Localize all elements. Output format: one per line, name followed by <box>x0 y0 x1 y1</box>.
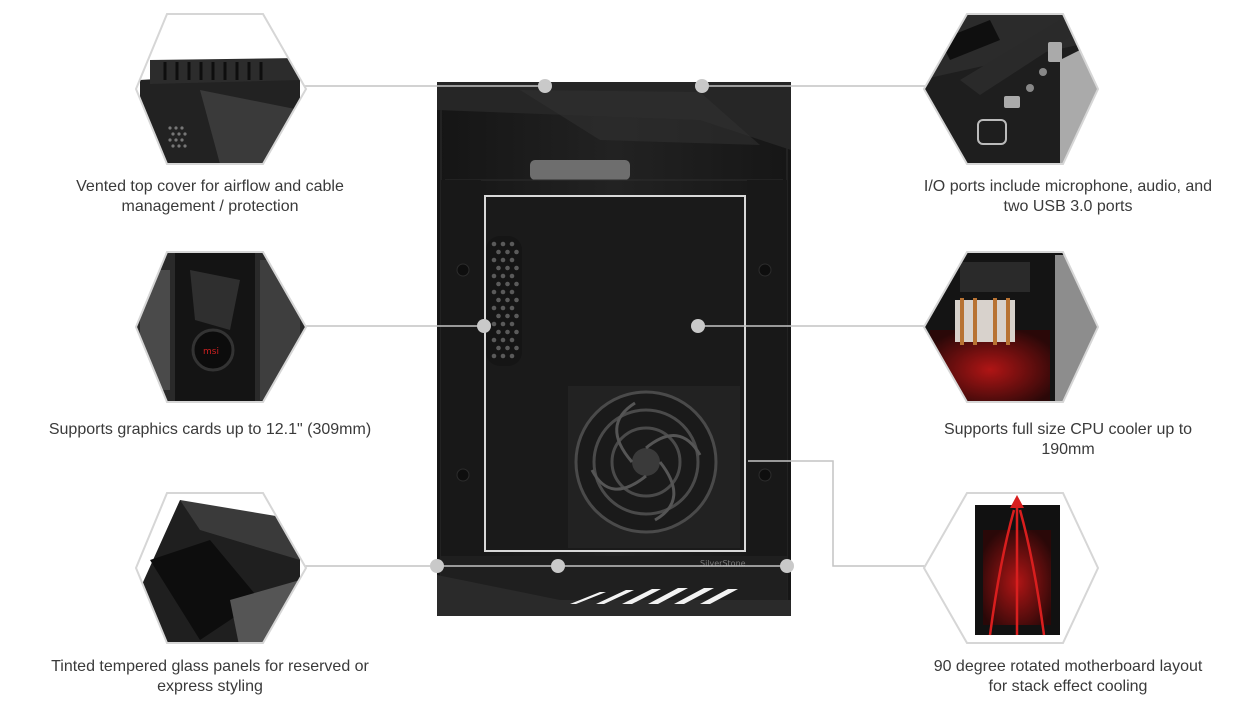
caption-graphics-cards: Supports graphics cards up to 12.1" (309… <box>40 420 380 440</box>
caption-tempered-glass: Tinted tempered glass panels for reserve… <box>40 657 380 697</box>
callout-lines <box>300 85 930 567</box>
caption-rotated-motherboard: 90 degree rotated motherboard layout for… <box>898 657 1238 697</box>
callout-dots <box>430 79 794 573</box>
caption-io-ports: I/O ports include microphone, audio, and… <box>898 177 1238 217</box>
computer-case-front-view: SilverStone <box>437 82 791 616</box>
cpu-cooler-thumbnail <box>922 251 1100 403</box>
io-ports-thumbnail <box>922 13 1100 165</box>
caption-cpu-cooler: Supports full size CPU cooler up to 190m… <box>898 420 1238 460</box>
rotated-motherboard-thumbnail <box>922 492 1100 644</box>
caption-line: 190mm <box>1041 441 1095 458</box>
caption-vented-top-cover: Vented top cover for airflow and cable m… <box>40 177 380 217</box>
graphics-card-thumbnail: msi <box>134 251 308 403</box>
svg-text:msi: msi <box>203 347 219 357</box>
tempered-glass-thumbnail <box>134 492 308 644</box>
caption-line: management / protection <box>121 198 299 215</box>
caption-line: Supports full size CPU cooler up to <box>943 421 1193 438</box>
caption-line: Vented top cover for airflow and cable <box>76 178 344 195</box>
airflow-arrow-icon <box>988 505 1046 636</box>
caption-line: express styling <box>157 678 263 695</box>
caption-line: Supports graphics cards up to 12.1" (309… <box>48 421 372 438</box>
caption-line: Tinted tempered glass panels for reserve… <box>51 658 369 675</box>
brand-logo: SilverStone <box>700 559 746 568</box>
vented-top-cover-thumbnail <box>134 13 308 165</box>
caption-line: for stack effect cooling <box>988 678 1148 695</box>
fan-grille-icon <box>574 390 718 534</box>
caption-line: I/O ports include microphone, audio, and <box>923 178 1213 195</box>
caption-line: 90 degree rotated motherboard layout <box>933 658 1203 675</box>
caption-line: two USB 3.0 ports <box>1003 198 1133 215</box>
